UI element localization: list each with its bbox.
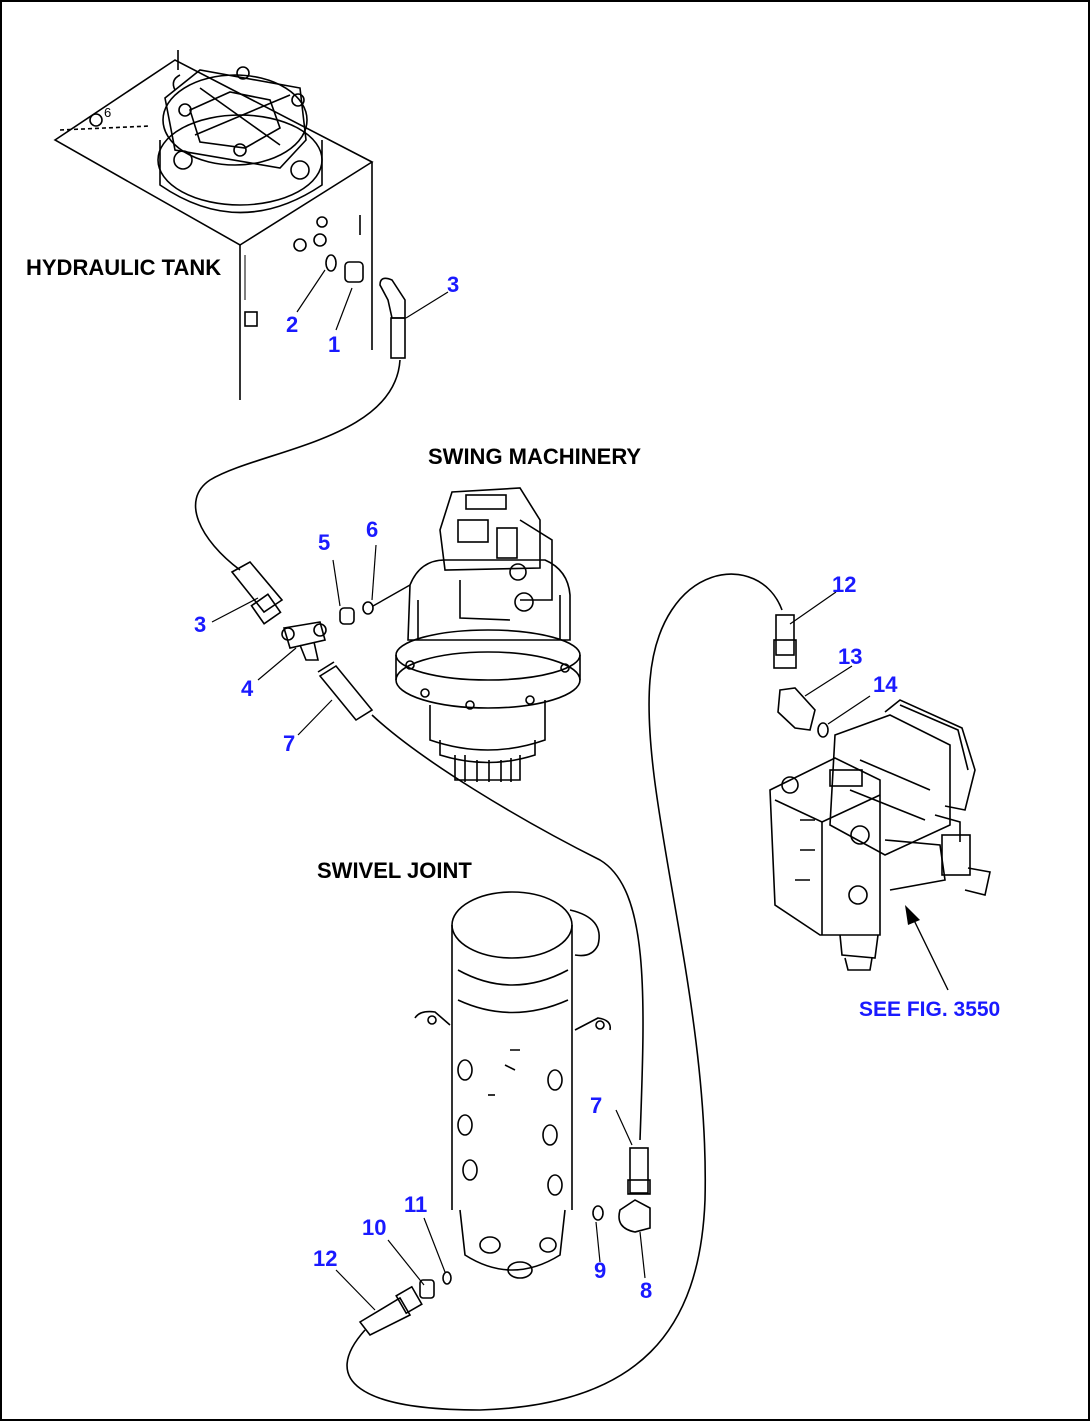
callout-2: 2 bbox=[286, 312, 299, 337]
tank-leaders bbox=[296, 269, 449, 331]
callout-10: 10 bbox=[362, 1215, 387, 1240]
see-fig-arrowhead bbox=[905, 905, 920, 925]
callout-12-swivel: 12 bbox=[313, 1246, 338, 1271]
pilot-line-to-swing bbox=[372, 584, 411, 607]
callout-12-pump: 12 bbox=[832, 572, 857, 597]
callout-1: 1 bbox=[328, 332, 341, 357]
see-fig-arrow bbox=[909, 911, 949, 991]
label-swing-machinery: SWING MACHINERY bbox=[428, 444, 642, 469]
swivel-joint-drawing bbox=[414, 891, 612, 1279]
hose-tee-to-swivel bbox=[371, 714, 644, 1141]
callout-14: 14 bbox=[873, 672, 898, 697]
pump-fittings bbox=[773, 614, 829, 738]
pump-drawing bbox=[769, 699, 991, 971]
callout-8: 8 bbox=[640, 1278, 653, 1303]
swivel-fittings-left bbox=[358, 1271, 452, 1337]
swivel-fittings-right bbox=[592, 1147, 651, 1233]
callout-5: 5 bbox=[318, 530, 331, 555]
callout-leaders bbox=[211, 255, 871, 1311]
callout-7-swivel: 7 bbox=[590, 1093, 603, 1118]
callout-3-tee: 3 bbox=[194, 612, 207, 637]
label-swivel-joint: SWIVEL JOINT bbox=[317, 858, 472, 883]
callout-4: 4 bbox=[241, 676, 254, 701]
hydraulic-tank-drawing bbox=[53, 50, 374, 400]
swing-machinery-drawing bbox=[395, 487, 581, 782]
tank-small-callout: 6 bbox=[104, 105, 111, 120]
label-see-fig: SEE FIG. 3550 bbox=[859, 998, 1001, 1021]
hose-tank-to-tee bbox=[194, 359, 401, 571]
hose-swivel-to-pump bbox=[346, 573, 783, 1411]
tee-assembly bbox=[230, 560, 374, 722]
callout-6: 6 bbox=[366, 517, 379, 542]
callout-13: 13 bbox=[838, 644, 863, 669]
callout-7-tee: 7 bbox=[283, 731, 296, 756]
callout-11: 11 bbox=[404, 1192, 428, 1217]
callout-9: 9 bbox=[594, 1258, 607, 1283]
callout-3-tank: 3 bbox=[447, 272, 460, 297]
tank-fittings bbox=[325, 254, 406, 359]
label-hydraulic-tank: HYDRAULIC TANK bbox=[26, 255, 222, 280]
